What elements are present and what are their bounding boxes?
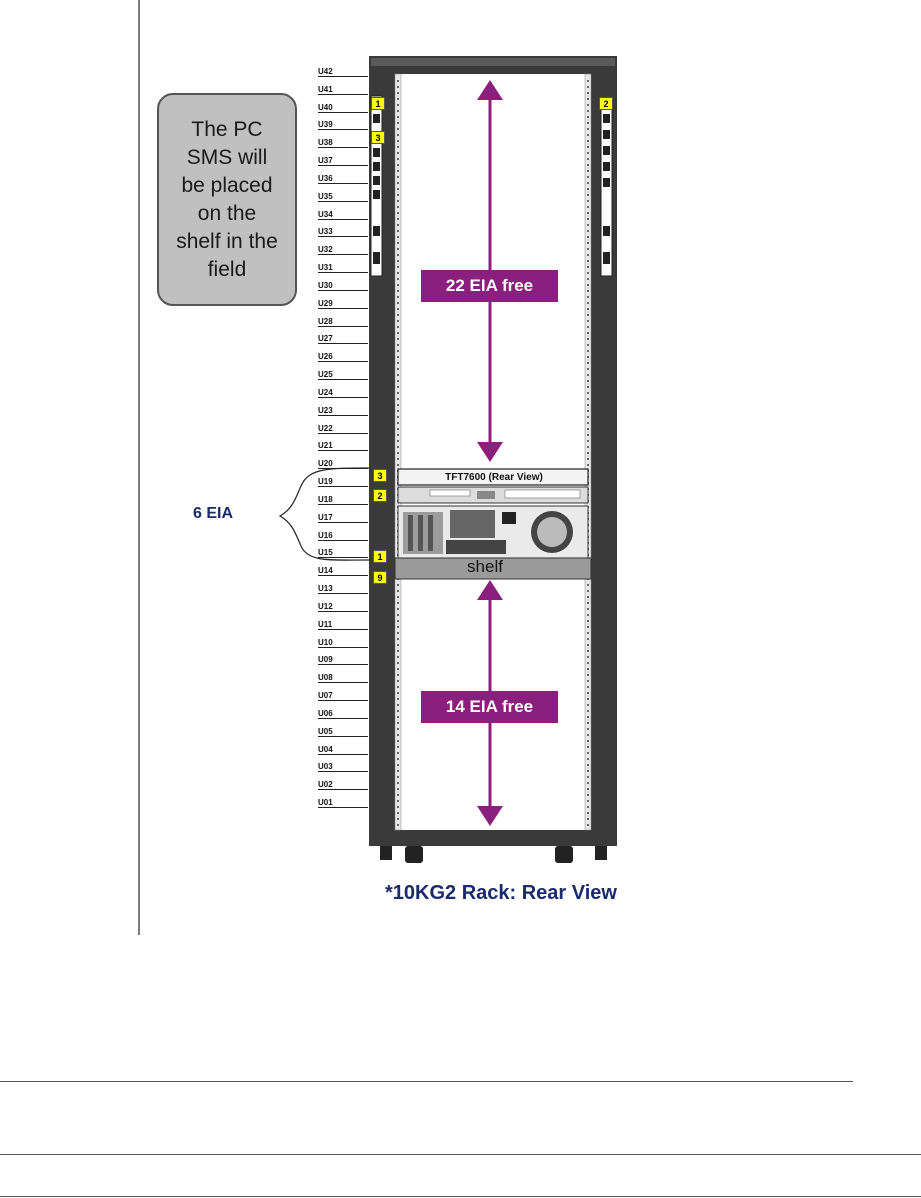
badge-u20: 3 [373,469,387,482]
shelf [394,557,592,580]
unit-label: U27 [318,334,368,345]
badge-u19: 2 [373,489,387,502]
unit-label: U03 [318,762,368,773]
upper-free-label: 22 EIA free [421,270,558,302]
tft7600-unit [397,468,589,486]
unit-label: U01 [318,798,368,809]
unit-label: U29 [318,299,368,309]
unit-label: U22 [318,424,368,434]
unit-label: U30 [318,281,368,291]
unit-label: U21 [318,441,368,452]
unit-label: U20 [318,459,368,470]
unit-label: U33 [318,227,368,238]
unit-label: U28 [318,317,368,327]
unit-label: U24 [318,388,368,398]
badge-right-top: 2 [599,97,613,110]
unit-label: U17 [318,513,368,523]
footer-rule-bottom [0,1196,921,1197]
unit-label: U36 [318,174,368,184]
caster-right [555,846,573,863]
left-margin-rule [138,0,140,935]
eia-bracket [278,467,371,561]
unit-label: U38 [318,138,368,149]
unit-label: U18 [318,495,368,505]
unit-label: U09 [318,655,368,666]
unit-label: U42 [318,67,368,77]
unit-label: U32 [318,245,368,256]
footer-rule-top [0,1081,853,1082]
badge-u14: 9 [373,571,387,584]
unit-label: U08 [318,673,368,684]
unit-label: U16 [318,531,368,541]
unit-label: U12 [318,602,368,612]
unit-label: U11 [318,620,368,630]
unit-label: U34 [318,210,368,220]
unit-label: U23 [318,406,368,416]
unit-label: U15 [318,548,368,559]
unit-label: U35 [318,192,368,202]
unit-label: U04 [318,745,368,755]
caster-left [405,846,423,863]
unit-label: U10 [318,638,368,648]
pdu-left [370,95,383,277]
unit-label: U31 [318,263,368,274]
unit-label: U40 [318,103,368,113]
badge-u41: 1 [371,97,385,110]
badge-u15: 1 [373,550,387,563]
callout-note: The PC SMS will be placed on the shelf i… [157,93,297,306]
unit-label: U26 [318,352,368,363]
unit-label: U14 [318,566,368,577]
unit-label: U07 [318,691,368,702]
unit-label: U39 [318,120,368,131]
eia-group-label: 6 EIA [193,505,234,522]
tft-label: TFT7600 (Rear View) [445,472,543,483]
unit-label: U05 [318,727,368,737]
unit-label: U41 [318,85,368,95]
shelf-label: shelf [467,557,503,576]
unit-label: U37 [318,156,368,167]
unit-label: U06 [318,709,368,719]
unit-label: U19 [318,477,368,488]
unit-label: U02 [318,780,368,791]
unit-label: U13 [318,584,368,595]
diagram-caption: *10KG2 Rack: Rear View [385,882,617,904]
footer-rule-middle [0,1154,921,1155]
unit-label: U25 [318,370,368,381]
badge-u39: 3 [371,131,385,144]
lower-free-label: 14 EIA free [421,691,558,723]
